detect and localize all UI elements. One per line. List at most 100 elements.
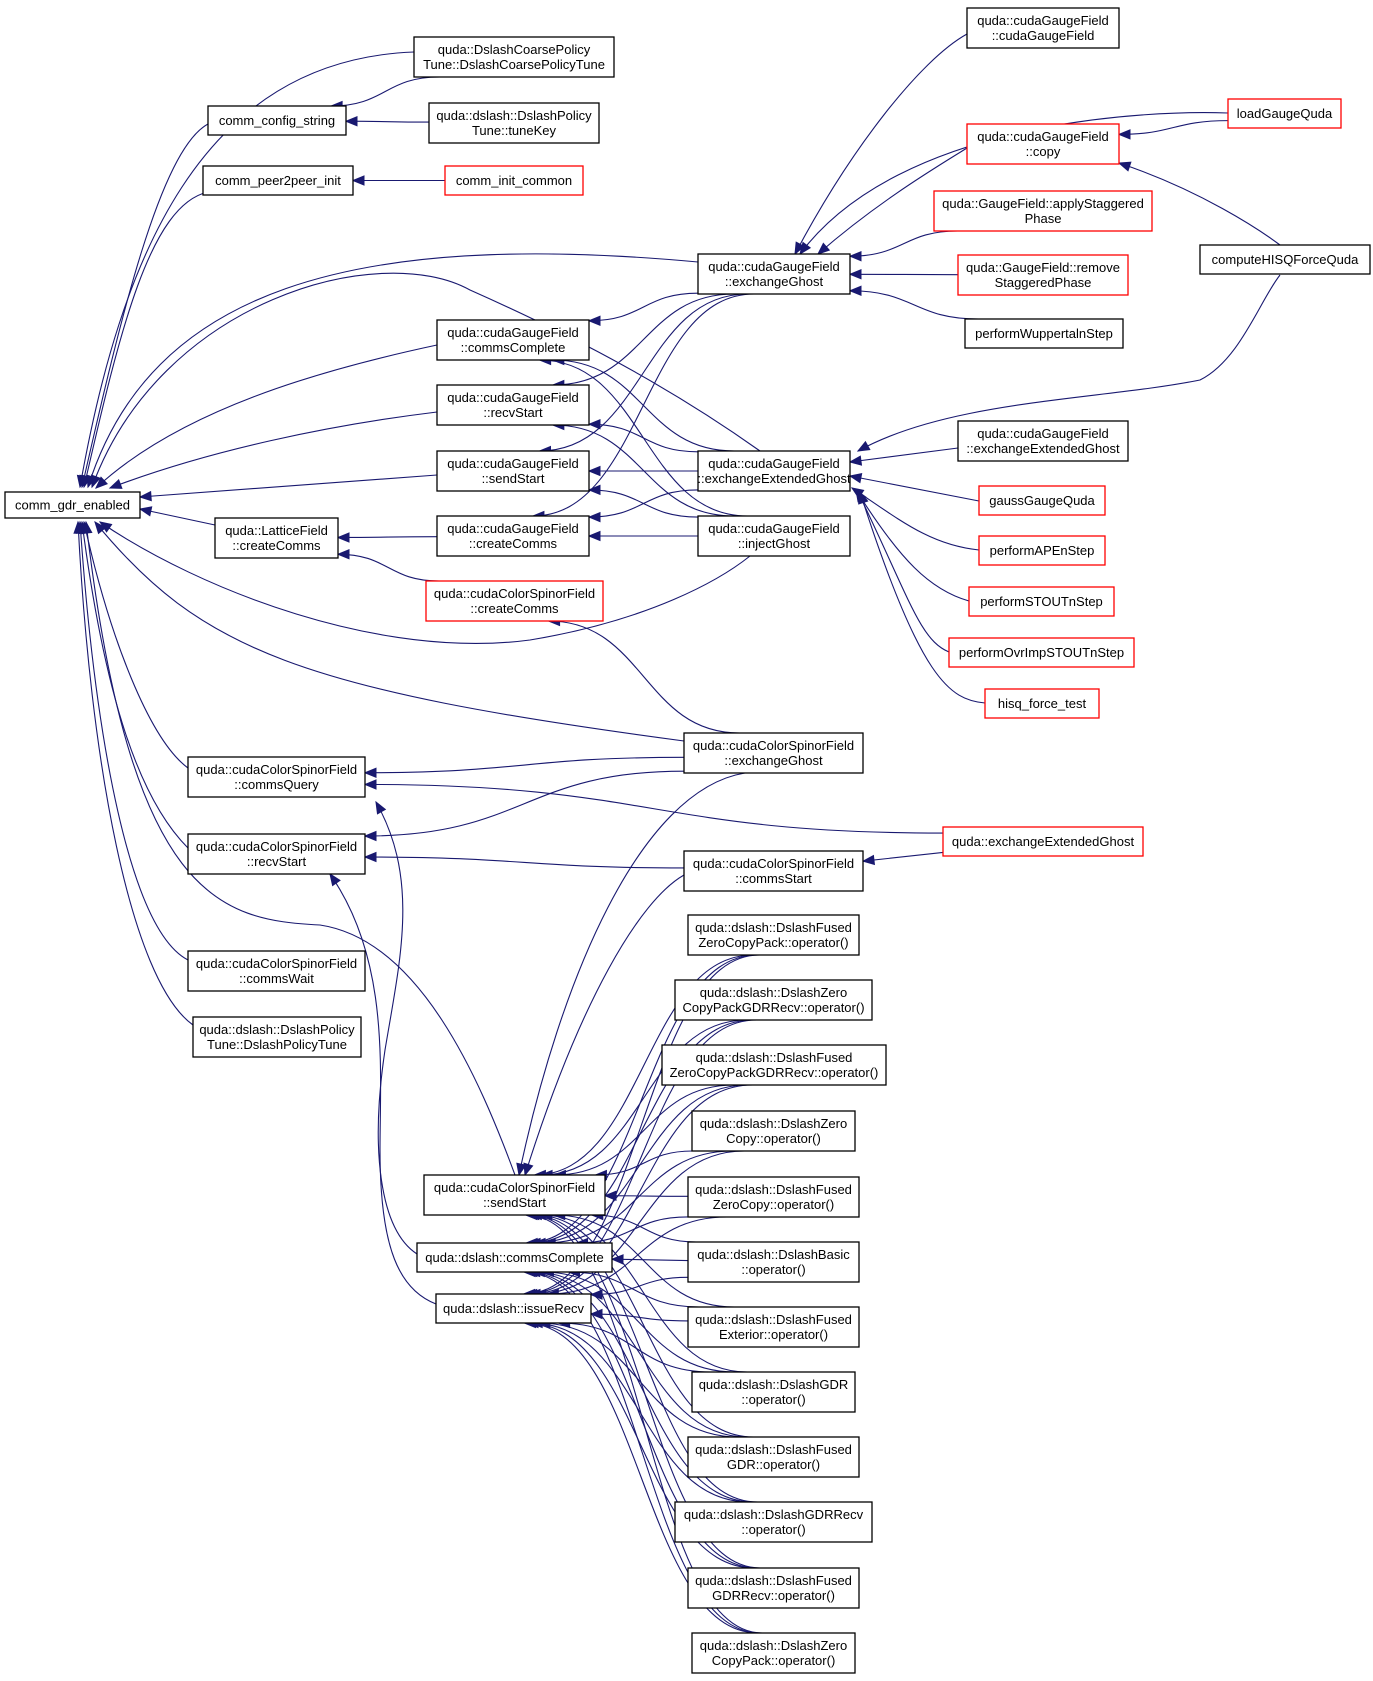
node-csfcs[interactable]: quda::cudaColorSpinorField::commsStart: [683, 850, 864, 892]
node-label-d9-0: quda::dslash::DslashFused: [695, 1442, 852, 1457]
arrowhead-gfrecv-to-gdr: [108, 479, 123, 489]
node-label-csfcc-1: ::createComms: [470, 601, 559, 616]
node-stout[interactable]: performSTOUTnStep: [968, 586, 1115, 617]
node-gfctor[interactable]: quda::cudaGaugeField::cudaGaugeField: [966, 7, 1120, 49]
edge-csfexg-to-csfcc: [548, 620, 740, 734]
node-label-p2p-0: comm_peer2peer_init: [215, 173, 341, 188]
node-d12[interactable]: quda::dslash::DslashZeroCopyPack::operat…: [691, 1632, 856, 1674]
node-gfexeg2[interactable]: quda::cudaGaugeField::exchangeExtendedGh…: [957, 420, 1129, 462]
edge-csfcc-to-lfcc: [337, 553, 439, 582]
node-gfcopy[interactable]: quda::cudaGaugeField::copy: [966, 123, 1120, 165]
node-label-gfcc-1: ::createComms: [469, 536, 558, 551]
node-label-gfexeg-0: quda::cudaGaugeField: [708, 456, 840, 471]
node-box-cfgstr: [207, 105, 347, 136]
node-gfcc[interactable]: quda::cudaGaugeField::createComms: [436, 515, 590, 557]
node-label-dpt-0: quda::dslash::DslashPolicy: [199, 1022, 355, 1037]
node-gfexg[interactable]: quda::cudaGaugeField::exchangeGhost: [697, 253, 851, 295]
node-ape[interactable]: performAPEnStep: [978, 535, 1106, 566]
node-d7[interactable]: quda::dslash::DslashFusedExterior::opera…: [687, 1306, 860, 1348]
edge-csfexg-to-csfrecv: [364, 770, 685, 837]
node-label-gfcopy-0: quda::cudaGaugeField: [977, 129, 1109, 144]
node-loadgauge[interactable]: loadGaugeQuda: [1227, 98, 1342, 129]
edge-hisq-to-gfexeg: [857, 274, 1281, 452]
node-d11[interactable]: quda::dslash::DslashFusedGDRRecv::operat…: [687, 1567, 860, 1609]
arrowhead-csfsend-to-gdr: [82, 520, 93, 535]
node-d8[interactable]: quda::dslash::DslashGDR::operator(): [691, 1371, 856, 1413]
node-label-removestag-1: StaggeredPhase: [995, 275, 1092, 290]
node-ovrimp[interactable]: performOvrImpSTOUTnStep: [948, 637, 1135, 668]
edge-d6-to-dir: [590, 1276, 689, 1296]
node-csfrecv[interactable]: quda::cudaColorSpinorField::recvStart: [187, 833, 366, 875]
edge-hisq-to-gfcopy: [1118, 162, 1281, 246]
node-dcc[interactable]: quda::dslash::commsComplete: [416, 1242, 613, 1273]
node-label-gfexeg2-0: quda::cudaGaugeField: [977, 426, 1109, 441]
node-csfexg[interactable]: quda::cudaColorSpinorField::exchangeGhos…: [683, 732, 864, 774]
node-csfwait[interactable]: quda::cudaColorSpinorField::commsWait: [187, 950, 366, 992]
node-dpt[interactable]: quda::dslash::DslashPolicyTune::DslashPo…: [192, 1016, 362, 1058]
node-initcommon[interactable]: comm_init_common: [444, 165, 584, 196]
node-d1[interactable]: quda::dslash::DslashFusedZeroCopyPack::o…: [687, 914, 860, 956]
node-label-tunekey-0: quda::dslash::DslashPolicy: [436, 108, 592, 123]
node-dir[interactable]: quda::dslash::issueRecv: [435, 1293, 592, 1324]
arrowhead-wupp-to-gfexg: [848, 285, 862, 296]
node-box-d2: [674, 979, 873, 1021]
node-gauss[interactable]: gaussGaugeQuda: [978, 485, 1106, 516]
node-gfcommsc[interactable]: quda::cudaGaugeField::commsComplete: [436, 319, 590, 361]
node-label-hisq-0: computeHISQForceQuda: [1212, 252, 1359, 267]
node-csfcc[interactable]: quda::cudaColorSpinorField::createComms: [425, 580, 604, 622]
node-box-d12: [691, 1632, 856, 1674]
node-box-d9: [687, 1436, 860, 1478]
node-label-gfsend-1: ::sendStart: [482, 471, 545, 486]
node-gfexeg[interactable]: quda::cudaGaugeField::exchangeExtendedGh…: [697, 450, 851, 492]
node-d2[interactable]: quda::dslash::DslashZeroCopyPackGDRRecv:…: [674, 979, 873, 1021]
edge-d2-to-dir: [525, 1019, 757, 1295]
node-box-p2p: [202, 165, 354, 196]
node-box-dir: [435, 1293, 592, 1324]
node-coarse[interactable]: quda::DslashCoarsePolicyTune::DslashCoar…: [413, 36, 615, 78]
node-d10[interactable]: quda::dslash::DslashGDRRecv::operator(): [674, 1501, 873, 1543]
node-gfrecv[interactable]: quda::cudaGaugeField::recvStart: [436, 384, 590, 426]
node-p2p[interactable]: comm_peer2peer_init: [202, 165, 354, 196]
node-qexeg[interactable]: quda::exchangeExtendedGhost: [942, 826, 1144, 857]
node-box-d8: [691, 1371, 856, 1413]
node-label-d2-0: quda::dslash::DslashZero: [700, 985, 847, 1000]
node-d5[interactable]: quda::dslash::DslashFusedZeroCopy::opera…: [687, 1176, 860, 1218]
node-box-gdr: [4, 491, 141, 519]
node-label-applystag-1: Phase: [1025, 211, 1062, 226]
edge-hisqtest-to-gfexeg: [859, 491, 986, 704]
node-gdr: comm_gdr_enabled: [4, 491, 141, 519]
node-csfsend[interactable]: quda::cudaColorSpinorField::sendStart: [423, 1174, 606, 1216]
node-d6[interactable]: quda::dslash::DslashBasic::operator(): [687, 1241, 860, 1283]
node-wupp[interactable]: performWuppertalnStep: [964, 318, 1124, 349]
node-hisq[interactable]: computeHISQForceQuda: [1199, 244, 1371, 275]
node-box-initcommon: [444, 165, 584, 196]
node-box-gfrecv: [436, 384, 590, 426]
edge-cfgstr-to-gdr: [81, 123, 209, 488]
node-label-d10-1: ::operator(): [741, 1522, 805, 1537]
node-box-d1: [687, 914, 860, 956]
node-label-gfinj-1: ::injectGhost: [738, 536, 811, 551]
node-tunekey[interactable]: quda::dslash::DslashPolicyTune::tuneKey: [428, 102, 600, 144]
node-label-csfcs-0: quda::cudaColorSpinorField: [693, 856, 854, 871]
node-csfcq[interactable]: quda::cudaColorSpinorField::commsQuery: [187, 756, 366, 798]
node-cfgstr[interactable]: comm_config_string: [207, 105, 347, 136]
arrowhead-gfsend-to-gdr: [138, 490, 152, 502]
node-label-d1-0: quda::dslash::DslashFused: [695, 920, 852, 935]
arrowhead-gfctor-to-gfexg: [794, 241, 806, 256]
node-gfsend[interactable]: quda::cudaGaugeField::sendStart: [436, 450, 590, 492]
edge-d7-to-csfsend: [553, 1214, 735, 1308]
node-label-d10-0: quda::dslash::DslashGDRRecv: [684, 1507, 864, 1522]
node-label-cfgstr-0: comm_config_string: [219, 113, 335, 128]
edge-gfctor-to-gfexg: [794, 33, 968, 255]
edge-qexeg-to-csfcq: [364, 783, 944, 834]
node-box-csfcc: [425, 580, 604, 622]
node-d3[interactable]: quda::dslash::DslashFusedZeroCopyPackGDR…: [661, 1044, 887, 1086]
node-box-gfinj: [697, 515, 851, 557]
node-lfcc[interactable]: quda::LatticeField::createComms: [214, 517, 339, 559]
node-hisqtest[interactable]: hisq_force_test: [984, 688, 1100, 719]
node-gfinj[interactable]: quda::cudaGaugeField::injectGhost: [697, 515, 851, 557]
